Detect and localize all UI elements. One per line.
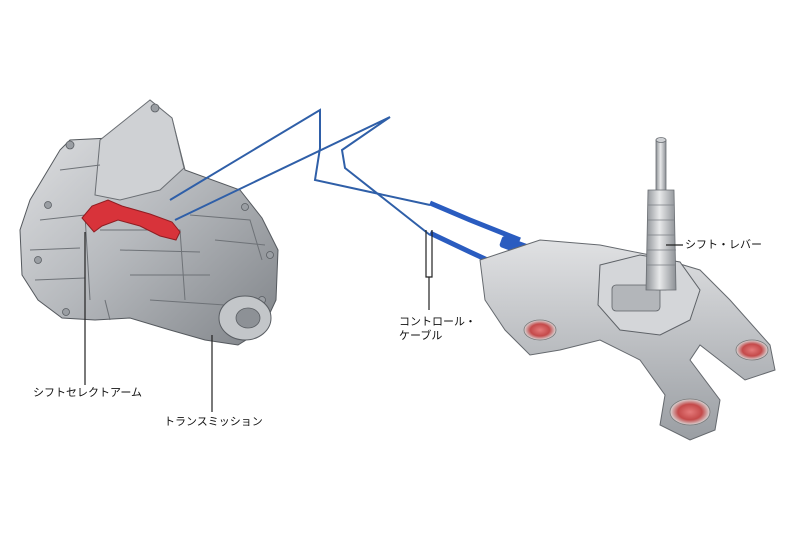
shift-select-arm-part <box>81 199 181 241</box>
control-cable-upper <box>169 108 431 206</box>
control-cables <box>169 108 431 236</box>
lever-boot-ridges <box>647 204 676 266</box>
mount-pad-front <box>669 398 711 426</box>
transmission-bell-housing <box>94 99 185 201</box>
shifter-bracket <box>479 239 776 441</box>
label-shift-select-arm: シフトセレクトアーム <box>33 386 143 399</box>
leader-lines <box>84 230 683 412</box>
mount-pad-left <box>523 319 557 341</box>
leader-control-cable <box>425 230 433 278</box>
transmission-illustration <box>19 99 279 346</box>
mount-pad-right <box>735 339 769 361</box>
label-control-cable-line1: コントロール・ <box>399 315 476 328</box>
control-cable-lower <box>174 116 431 236</box>
shift-lever-assembly <box>479 137 776 441</box>
label-transmission: トランスミッション <box>164 415 263 428</box>
label-shift-lever: シフト・レバー <box>685 238 762 251</box>
label-control-cable-line2: ケーブル <box>399 329 443 342</box>
